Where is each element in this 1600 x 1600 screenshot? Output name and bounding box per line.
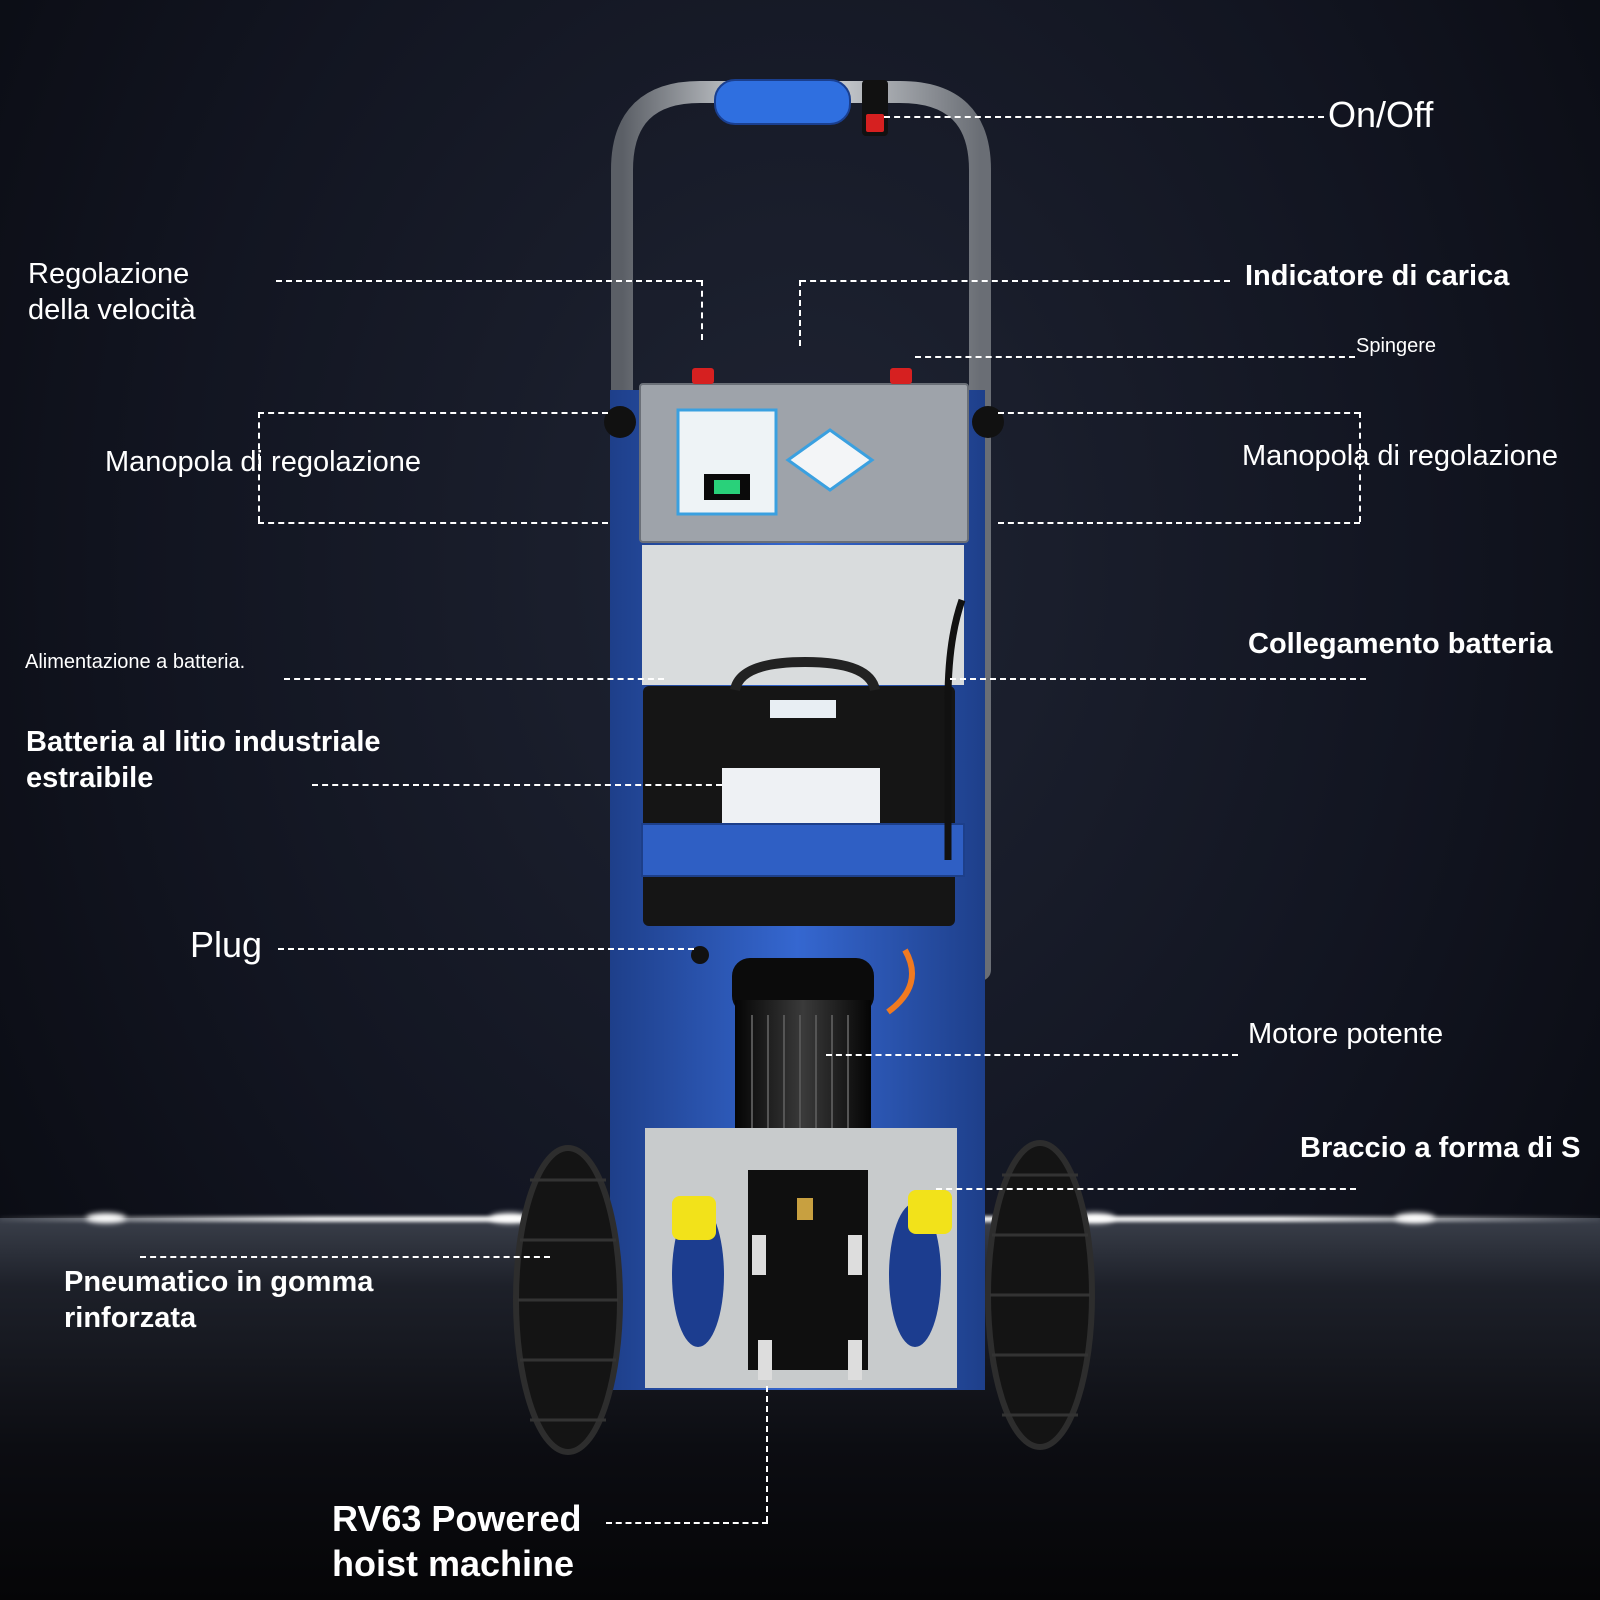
label-push: Spingere	[1356, 335, 1437, 357]
leader-line-tire	[140, 1256, 550, 1258]
power-switch-icon	[866, 114, 884, 132]
label-charge-indicator: Indicatore di carica	[1245, 260, 1510, 292]
label-plug: Plug	[190, 924, 263, 965]
label-powerful-motor: Motore potente	[1248, 1018, 1444, 1050]
leader-line-speed	[276, 280, 702, 282]
leader-line-motor	[826, 1054, 1238, 1056]
leader-line-s-arm	[936, 1188, 1356, 1190]
leader-line-battery-connection	[950, 678, 1366, 680]
floor-spotlight	[490, 1213, 530, 1223]
label-on-off: On/Off	[1328, 94, 1434, 135]
label-battery-connection: Collegamento batteria	[1248, 628, 1553, 660]
floor-spotlight	[86, 1213, 126, 1223]
leader-line-hoist	[766, 1386, 768, 1522]
leader-line-push	[915, 356, 1355, 358]
label-speed-regulation: Regolazione della velocità	[28, 258, 196, 327]
floor-spotlight	[1075, 1213, 1115, 1223]
leader-line-lithium-battery	[312, 784, 722, 786]
label-lithium-battery: Batteria al litio industriale estraibile	[26, 726, 381, 795]
leader-line-knob-left	[258, 412, 608, 414]
leader-line-knob-right	[998, 412, 1360, 414]
label-reinforced-tire: Pneumatico in gomma rinforzata	[64, 1266, 374, 1335]
leader-line-battery-power	[284, 678, 664, 680]
label-adjust-knob-right: Manopola di regolazione	[1242, 440, 1558, 472]
leader-line-charge	[800, 280, 1230, 282]
label-adjust-knob-left: Manopola di regolazione	[105, 446, 421, 478]
leader-line-plug	[278, 948, 694, 950]
knob-icon	[972, 406, 1004, 438]
label-battery-power: Alimentazione a batteria.	[25, 651, 246, 673]
label-hoist-machine: RV63 Powered hoist machine	[332, 1498, 582, 1584]
floor-spotlight	[1395, 1213, 1435, 1223]
grip-icon	[714, 79, 851, 125]
label-s-arm: Braccio a forma di S	[1300, 1132, 1581, 1164]
knob-icon	[604, 406, 636, 438]
leader-line-on-off	[884, 116, 1324, 118]
